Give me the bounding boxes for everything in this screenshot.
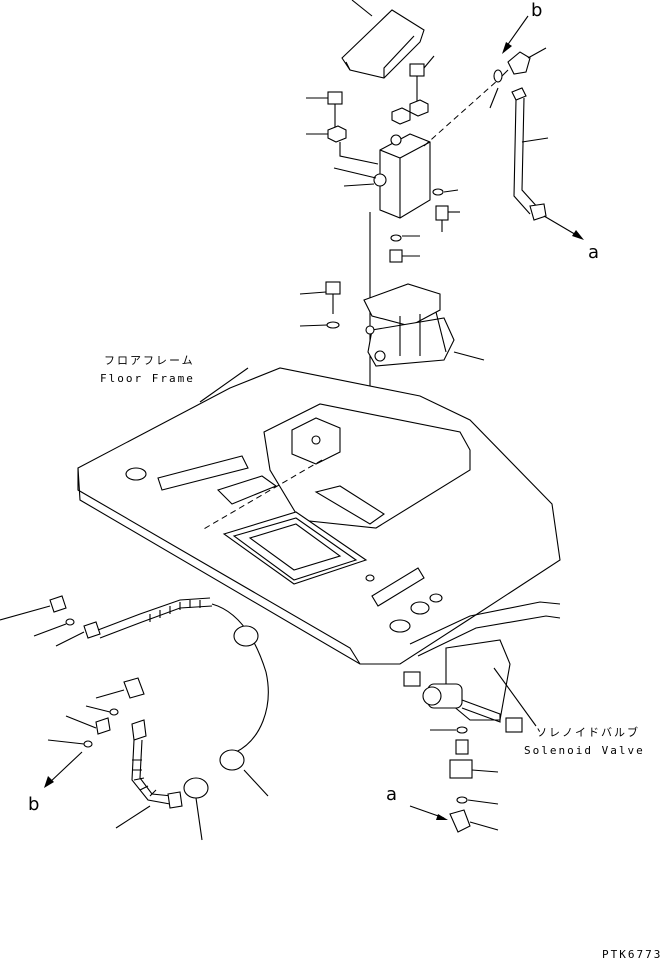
pedal-mount bbox=[363, 283, 485, 367]
bolt-2 bbox=[306, 91, 343, 130]
pedal bbox=[341, 0, 425, 79]
arrow-b-top bbox=[502, 42, 512, 54]
drawing-code: PTK6773 bbox=[602, 948, 663, 961]
arrow-a-bottom bbox=[436, 814, 448, 820]
nut-2 bbox=[409, 99, 429, 117]
arrow-b-top-label: b bbox=[531, 0, 543, 21]
fitting-1 bbox=[435, 205, 460, 232]
o-ring-2 bbox=[390, 234, 402, 242]
arrow-a-bottom-label: a bbox=[386, 784, 398, 805]
bolt-3 bbox=[299, 281, 341, 314]
solenoid-valve bbox=[403, 639, 537, 733]
o-ring-1 bbox=[432, 188, 444, 196]
o-ring-3 bbox=[456, 726, 468, 734]
arrow-a-right bbox=[572, 230, 584, 240]
hose-top bbox=[511, 87, 549, 221]
nut-3 bbox=[306, 125, 379, 165]
elbow-fitting-top bbox=[507, 47, 547, 75]
floor-frame-leader bbox=[199, 367, 249, 403]
floor-frame-label-en: Floor Frame bbox=[100, 372, 195, 385]
pedal-bracket bbox=[343, 69, 509, 219]
bolt-1 bbox=[409, 55, 435, 108]
washer-1 bbox=[326, 321, 340, 329]
nut-1 bbox=[391, 107, 411, 125]
floor-frame-label-jp: フロアフレーム bbox=[104, 354, 195, 367]
left-hose-assembly bbox=[0, 595, 269, 841]
solenoid-valve-label-en: Solenoid Valve bbox=[524, 744, 645, 757]
elbow-fitting-bottom bbox=[449, 809, 499, 833]
o-ring-top bbox=[493, 69, 503, 83]
arrow-b-left-label: b bbox=[28, 794, 40, 815]
floor-frame bbox=[77, 367, 561, 665]
fitting-3 bbox=[449, 739, 499, 779]
arrow-a-right-label: a bbox=[588, 242, 600, 263]
solenoid-valve-label-jp: ソレノイドバルブ bbox=[536, 726, 640, 739]
fitting-2 bbox=[389, 249, 420, 263]
o-ring-4 bbox=[456, 796, 468, 804]
arrow-b-left bbox=[44, 776, 54, 788]
